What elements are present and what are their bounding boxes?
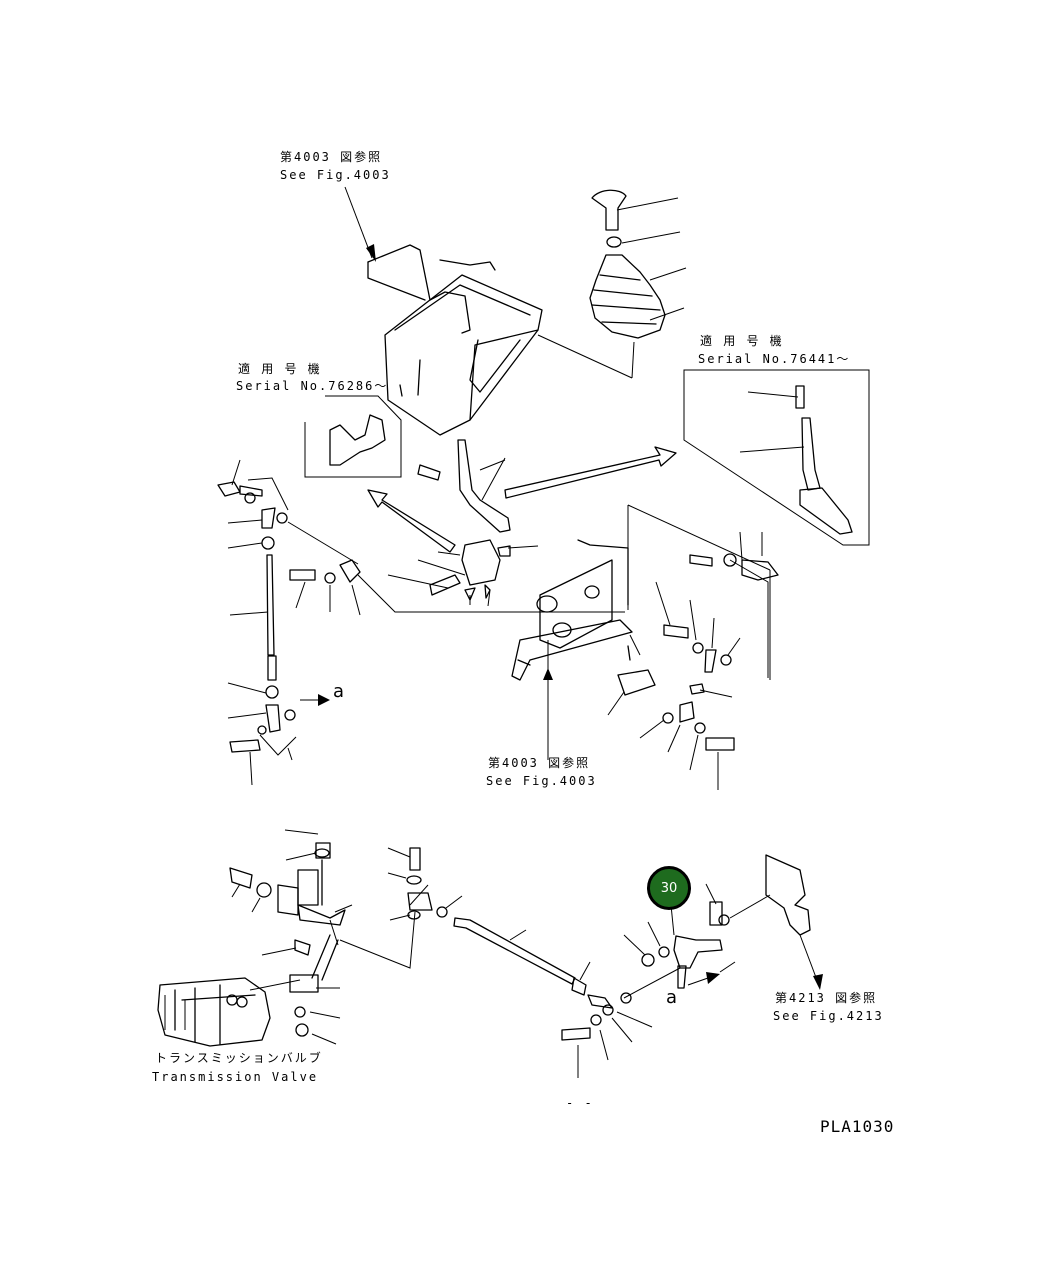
lower-left-group (157, 829, 416, 1047)
knob-and-boot (589, 189, 666, 339)
left-linkage (217, 459, 625, 786)
part-callout-number: 30 (660, 880, 678, 896)
ref-top-jp: 第4003 図参照 (280, 150, 383, 164)
serial-left-jp: 適 用 号 機 (238, 362, 322, 376)
serial-left-inset (304, 395, 402, 478)
ref-mid-jp: 第4003 図参照 (488, 756, 591, 770)
drawing-id: PLA1030 (820, 1117, 895, 1136)
valve-label-en: Transmission Valve (152, 1070, 319, 1084)
long-rod (387, 847, 681, 1078)
leader-lines (344, 186, 687, 379)
shift-console (367, 244, 543, 436)
bracket-plate (511, 504, 771, 760)
serial-left-en: Serial No.76286～ (236, 379, 389, 393)
ref-right-en: See Fig.4213 (773, 1009, 884, 1023)
ref-mid-en: See Fig.4003 (486, 774, 597, 788)
lever-assembly (387, 439, 539, 607)
direction-arrows (367, 446, 677, 553)
serial-right-en: Serial No.76441～ (698, 352, 851, 366)
part-callout-30[interactable]: 30 (647, 866, 691, 910)
right-linkage (639, 531, 779, 790)
arrow-a-lower: a (666, 987, 678, 1008)
serial-right-inset (683, 369, 870, 546)
page-dashes: - - (566, 1096, 594, 1110)
ref-top-en: See Fig.4003 (280, 168, 391, 182)
arrow-a-upper: a (333, 681, 345, 702)
ref-right-jp: 第4213 図参照 (775, 991, 878, 1005)
serial-right-jp: 適 用 号 機 (700, 334, 784, 348)
valve-label-jp: トランスミッションバルブ (155, 1051, 323, 1065)
